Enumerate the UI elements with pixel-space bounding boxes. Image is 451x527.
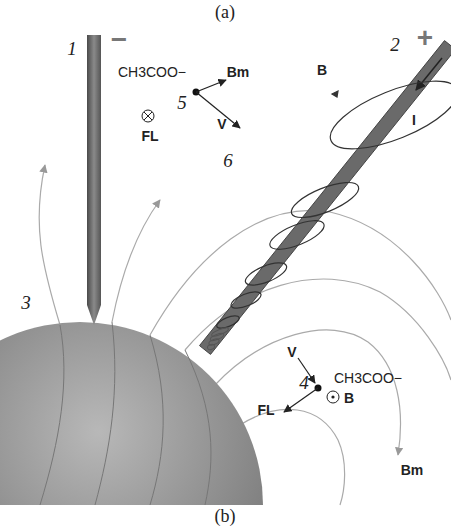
ion-label: CH3COO− [118,65,186,79]
panel-label: (b) [215,507,236,525]
vector-label: B [317,63,327,77]
callout-number: 2 [390,35,400,54]
field-loops [215,67,451,330]
callout-number: 5 [177,93,187,112]
field-arrow [196,80,226,92]
anode-electrode [200,41,451,355]
callout-number: 3 [21,293,31,312]
ion-label: CH3COO− [334,371,402,385]
force-arrow [284,388,318,412]
vector-label: V [217,117,226,131]
vector-label: FL [257,403,274,417]
vector-label: B [344,391,354,405]
sphere [0,322,263,505]
vector-label: I [412,113,416,127]
cathode-electrode [87,35,101,325]
callout-number: 6 [223,151,233,170]
callout-number: 1 [67,39,77,58]
force-into-page [142,110,154,122]
discharge-waves [207,326,230,350]
panel-label: (a) [215,3,235,21]
vector-label: V [287,345,296,359]
vector-label: Bm [227,65,250,79]
vector-label: Bm [401,463,424,477]
vector-label: FL [141,129,158,143]
field-out-of-page [327,391,339,403]
current-arrow [416,58,442,90]
polarity-sign: + [417,24,433,52]
callout-number: 4 [299,373,309,392]
polarity-sign: − [111,26,127,54]
